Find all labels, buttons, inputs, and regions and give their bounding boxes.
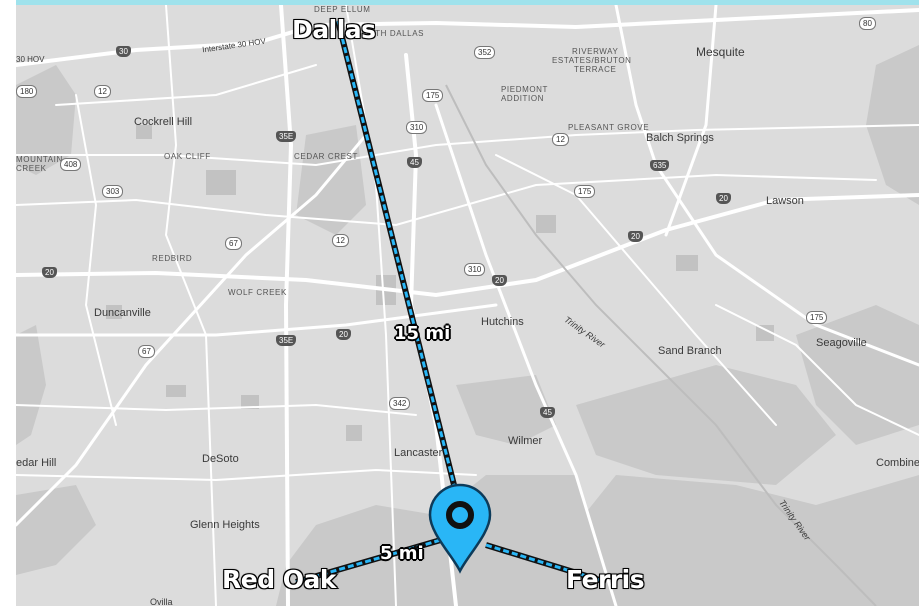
place-terrace: TERRACE	[574, 65, 617, 74]
route-shield-303: 303	[102, 185, 124, 198]
callout-ferris: Ferris	[565, 564, 646, 595]
place-deep-ellum: DEEP ELLUM	[314, 5, 371, 14]
place-wilmer: Wilmer	[508, 435, 543, 447]
interstate-shield-20-d: 20	[492, 275, 507, 286]
place-glenn-heights: Glenn Heights	[190, 519, 260, 531]
distance-label-red-oak: 5 mi	[380, 543, 424, 564]
interstate-shield-45-b: 45	[540, 407, 555, 418]
map-canvas[interactable]: DEEP ELLUM SOUTH DALLAS Mesquite RIVERWA…	[16, 5, 919, 606]
interstate-shield-35e-b: 35E	[276, 335, 297, 346]
place-piedmont: PIEDMONT	[501, 85, 549, 94]
place-balch-springs: Balch Springs	[646, 132, 714, 144]
interstate-shield-20-c: 20	[42, 267, 57, 278]
route-shield-12-b: 12	[552, 133, 569, 146]
route-shield-12-c: 12	[332, 234, 349, 247]
place-combine: Combine	[876, 457, 919, 469]
rivers	[445, 84, 877, 606]
place-pleasant-grove: PLEASANT GROVE	[568, 123, 650, 132]
place-sand-branch: Sand Branch	[658, 345, 722, 357]
place-wolf-creek: WOLF CREEK	[228, 288, 287, 297]
callout-red-oak: Red Oak	[221, 564, 338, 595]
place-desoto: DeSoto	[202, 453, 239, 465]
map-base-layer	[16, 5, 919, 606]
place-estates-bruton: ESTATES/BRUTON	[552, 56, 632, 65]
place-addition: ADDITION	[501, 94, 545, 103]
blocks	[106, 125, 774, 441]
distance-label-dallas: 15 mi	[394, 323, 451, 344]
place-ovilla: Ovilla	[150, 597, 173, 606]
place-seagoville: Seagoville	[816, 337, 867, 349]
interstate-shield-35e-a: 35E	[276, 131, 297, 142]
interstate-shield-20-b: 20	[628, 231, 643, 242]
route-shield-342: 342	[389, 397, 411, 410]
route-shield-180: 180	[16, 85, 38, 98]
route-shield-12-a: 12	[94, 85, 111, 98]
road-label-hov: 30 HOV	[16, 55, 45, 64]
route-shield-175-a: 175	[422, 89, 444, 102]
route-shield-67-b: 67	[138, 345, 155, 358]
callout-dallas: Dallas	[291, 14, 377, 45]
place-south-dallas: SOUTH DALLAS	[356, 29, 425, 38]
place-redbird: REDBIRD	[152, 254, 193, 263]
place-lancaster: Lancaster	[394, 447, 443, 459]
route-shield-80: 80	[859, 17, 876, 30]
left-margin	[0, 0, 16, 606]
interstate-shield-45-a: 45	[407, 157, 422, 168]
place-mesquite: Mesquite	[696, 45, 745, 59]
route-shield-352: 352	[474, 46, 496, 59]
map-pin-icon[interactable]	[428, 483, 492, 574]
route-lines	[295, 20, 607, 585]
route-shield-310-a: 310	[406, 121, 428, 134]
place-cockrell-hill: Cockrell Hill	[134, 116, 193, 128]
route-shield-310-b: 310	[464, 263, 486, 276]
route-shield-67-a: 67	[225, 237, 242, 250]
place-cedar-crest: CEDAR CREST	[294, 152, 358, 161]
route-shield-175-c: 175	[806, 311, 828, 324]
place-cedar-hill: edar Hill	[16, 457, 57, 469]
place-lawson: Lawson	[766, 195, 804, 207]
interstate-shield-20-e: 20	[336, 329, 351, 340]
interstate-shield-20-a: 20	[716, 193, 731, 204]
top-border	[16, 0, 919, 5]
interstate-shield-30: 30	[116, 46, 131, 57]
interstate-shield-635: 635	[650, 160, 670, 171]
place-mountain: MOUNTAIN	[16, 155, 63, 164]
route-shield-175-b: 175	[574, 185, 596, 198]
place-riverway: RIVERWAY	[572, 47, 619, 56]
route-shield-408: 408	[60, 158, 82, 171]
place-duncanville: Duncanville	[94, 307, 151, 319]
place-hutchins: Hutchins	[481, 316, 524, 328]
place-creek: CREEK	[16, 164, 47, 173]
place-oak-cliff: OAK CLIFF	[164, 152, 211, 161]
